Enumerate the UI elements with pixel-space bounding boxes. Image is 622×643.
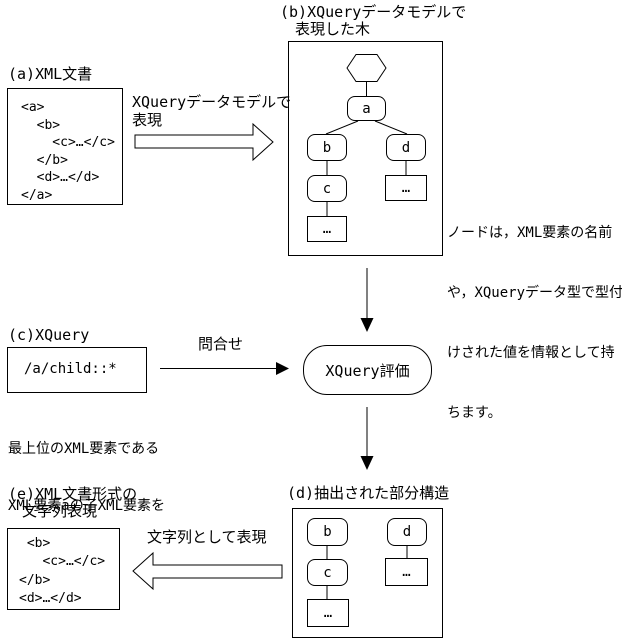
code-line: </a> [21, 187, 53, 203]
note-line: ノードは，XML要素の名前 [447, 225, 613, 241]
panel-e-label-line2: 文字列表現 [22, 502, 98, 520]
tree-b-value-node-c: … [307, 216, 347, 242]
xquery-expression: /a/child::* [24, 361, 117, 378]
tree-b-node-b: b [307, 134, 347, 161]
tree-d-node-d: d [387, 518, 427, 546]
tree-d-value-node-c: … [307, 599, 349, 627]
panel-b-label-line2: 表現した木 [295, 20, 371, 38]
panel-e-label-line1: (e)XML文書形式の [8, 485, 138, 503]
panel-b-box [288, 41, 443, 256]
block-arrow-left-icon [132, 551, 283, 591]
transform-arrow-label-line1: XQueryデータモデルで [132, 93, 292, 111]
code-line: <b> [21, 117, 61, 133]
query-arrow-head-icon [276, 362, 289, 375]
tree-d-value-node-d: … [385, 558, 428, 586]
tree-d-node-b: b [307, 518, 348, 546]
panel-e-box: <b> <c>…</c> </b> <d>…</d> [7, 528, 120, 610]
arrow-down-2-head-icon [360, 456, 374, 470]
panel-d-label: (d)抽出された部分構造 [287, 484, 450, 502]
panel-b-label-line1: (b)XQueryデータモデルで [280, 3, 467, 21]
tree-d-node-c: c [307, 559, 348, 586]
code-line: <c>…</c> [21, 135, 115, 150]
xquery-evaluator: XQuery評価 [303, 345, 432, 395]
code-line: <d>…</d> [21, 170, 100, 185]
query-arrow-label: 問合せ [198, 335, 244, 353]
tree-b-node-d: d [386, 134, 426, 161]
panel-d-box [292, 508, 443, 638]
edge-a-d [374, 120, 408, 135]
arrow-down-1-head-icon [360, 318, 374, 332]
code-line: <a> [21, 100, 45, 115]
panel-b-note: ノードは，XML要素の名前 や，XQueryデータ型で型付 けされた値を情報とし… [447, 183, 622, 463]
code-line: </b> [19, 572, 51, 588]
code-line: <b> [19, 536, 51, 551]
tree-b-node-a: a [347, 96, 386, 121]
string-arrow-label: 文字列として表現 [147, 528, 267, 546]
note-line: けされた値を情報として持 [447, 345, 615, 361]
document-node-hexagon [346, 54, 387, 82]
tree-b-value-node-d: … [385, 175, 427, 201]
panel-a-label: (a)XML文書 [8, 65, 93, 83]
note-line: ちます。 [447, 405, 502, 421]
code-line: <d>…</d> [19, 591, 82, 607]
code-line: <c>…</c> [19, 554, 106, 570]
note-line: 最上位のXML要素である [8, 441, 160, 457]
panel-c-label: (c)XQuery [8, 326, 90, 344]
tree-b-node-c: c [307, 175, 347, 202]
note-line: や，XQueryデータ型で型付 [447, 285, 622, 301]
code-line: </b> [21, 152, 68, 168]
panel-c-box: /a/child::* [7, 347, 147, 393]
transform-arrow-label-line2: 表現 [132, 111, 163, 129]
note-line: XML要素aの子XML要素を [8, 498, 166, 514]
edge-a-b [325, 120, 359, 135]
panel-a-box: <a> <b> <c>…</c> </b> <d>…</d> </a> [7, 88, 123, 205]
block-arrow-right-icon [134, 122, 274, 162]
